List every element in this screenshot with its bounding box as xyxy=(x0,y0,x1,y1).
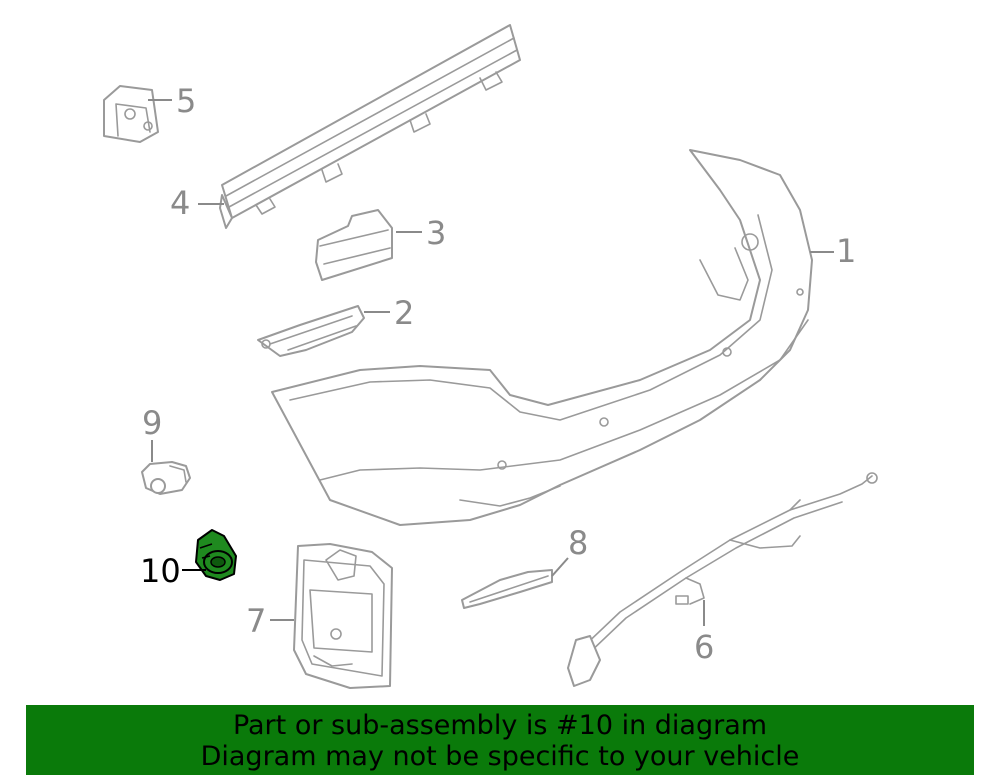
parts-diagram: 1 2 3 4 5 6 7 8 9 10 xyxy=(103,24,878,689)
part-7-module-bracket[interactable] xyxy=(293,543,393,689)
info-banner: Part or sub-assembly is #10 in diagram D… xyxy=(26,705,974,775)
callout-9: 9 xyxy=(142,404,162,442)
part-1-bumper-cover[interactable] xyxy=(271,149,813,526)
part-6-wiring-harness[interactable] xyxy=(567,472,878,687)
part-3-energy-absorber[interactable] xyxy=(315,209,393,281)
part-2-side-bracket[interactable] xyxy=(257,305,365,357)
callout-3: 3 xyxy=(426,214,446,252)
banner-line-1: Part or sub-assembly is #10 in diagram xyxy=(232,710,768,741)
leader-8 xyxy=(551,557,569,577)
callout-2: 2 xyxy=(394,294,414,332)
callout-6: 6 xyxy=(694,628,714,666)
part-10-highlighted-sensor[interactable] xyxy=(195,529,237,581)
callout-4: 4 xyxy=(170,184,190,222)
banner-line-2: Diagram may not be specific to your vehi… xyxy=(200,741,800,772)
callout-1: 1 xyxy=(836,232,856,270)
part-4-bumper-reinforcement[interactable] xyxy=(219,24,521,229)
part-8-reflector[interactable] xyxy=(461,569,553,609)
part-9-parking-sensor[interactable] xyxy=(141,461,191,495)
callout-7: 7 xyxy=(246,602,266,640)
callout-10: 10 xyxy=(140,552,181,590)
callout-8: 8 xyxy=(568,524,588,562)
callout-5: 5 xyxy=(176,82,196,120)
part-5-mount-bracket[interactable] xyxy=(103,85,159,143)
